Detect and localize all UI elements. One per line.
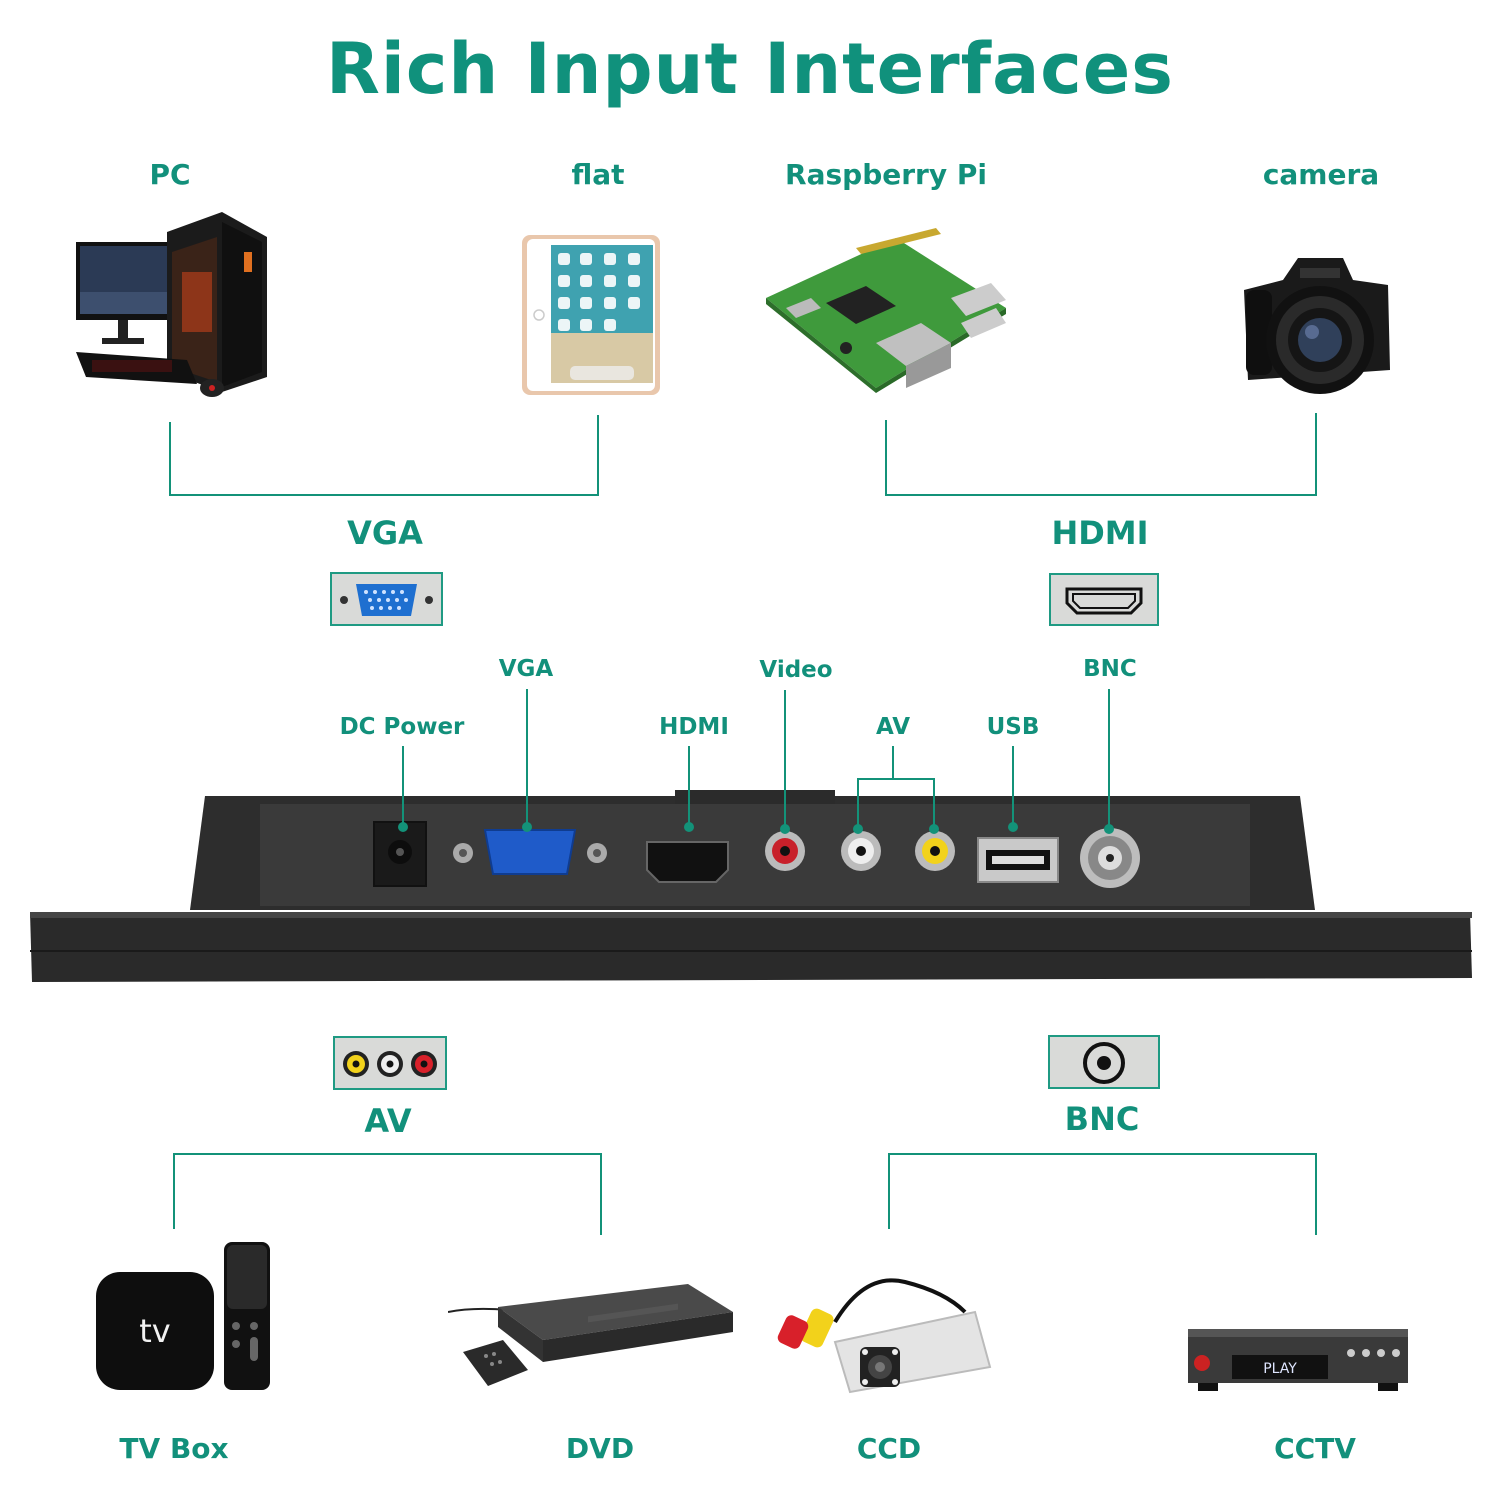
device-label-camera: camera: [1262, 158, 1380, 191]
connector-bracket-av: [173, 1153, 602, 1155]
tv-box-icon: tv: [94, 1240, 274, 1395]
monitor-rear-panel: [30, 790, 1474, 990]
leader-line-av-white: [857, 778, 859, 828]
device-label-dvd: DVD: [565, 1432, 635, 1465]
cctv-display-text: PLAY: [1263, 1361, 1297, 1377]
leader-line-av-bracket: [857, 778, 935, 780]
vga-port-icon: [340, 584, 433, 616]
bnc-port-icon: [1083, 1042, 1125, 1084]
dslr-camera-icon: [1238, 250, 1394, 398]
device-label-raspberry-pi: Raspberry Pi: [785, 158, 987, 191]
tablet-icon: [520, 233, 662, 397]
port-label-hdmi: HDMI: [659, 714, 729, 740]
connector-bracket-vga: [169, 494, 599, 496]
raspberry-pi-board-icon: [756, 228, 1011, 393]
connector-bracket-bnc: [888, 1153, 1317, 1155]
port-label-usb: USB: [986, 714, 1040, 740]
leader-dot-av-yellow: [929, 824, 939, 834]
leader-dot-vga: [522, 822, 532, 832]
device-label-flat: flat: [571, 158, 625, 191]
connector-line-raspberry-pi: [885, 420, 887, 496]
device-label-pc: PC: [149, 158, 191, 191]
connector-bracket-hdmi: [885, 494, 1317, 496]
leader-line-vga: [526, 689, 528, 826]
port-label-dc-power: DC Power: [339, 714, 465, 740]
device-label-tv-box: TV Box: [119, 1432, 229, 1465]
connector-line-flat: [597, 415, 599, 496]
port-label-vga: VGA: [498, 656, 554, 682]
group-label-av: AV: [364, 1102, 412, 1140]
dvd-player-icon: [448, 1282, 738, 1392]
cctv-recorder-icon: PLAY: [1186, 1325, 1410, 1393]
group-label-bnc: BNC: [1064, 1100, 1140, 1138]
tv-box-logo-text: tv: [139, 1312, 170, 1350]
leader-dot-usb: [1008, 822, 1018, 832]
leader-line-hdmi: [688, 746, 690, 826]
leader-line-av-yellow: [933, 778, 935, 828]
page-title: Rich Input Interfaces: [326, 28, 1174, 110]
group-label-vga: VGA: [347, 514, 423, 552]
bnc-port-badge: [1048, 1035, 1160, 1089]
leader-dot-av-white: [853, 824, 863, 834]
connector-line-cctv: [1315, 1153, 1317, 1235]
port-label-bnc: BNC: [1083, 656, 1137, 682]
av-port-badge: [333, 1036, 447, 1090]
hdmi-port-badge: [1049, 573, 1159, 626]
leader-line-video: [784, 690, 786, 828]
connector-line-dvd: [600, 1153, 602, 1235]
leader-line-dc-power: [402, 746, 404, 826]
leader-dot-bnc: [1104, 824, 1114, 834]
ccd-camera-icon: [775, 1272, 995, 1397]
leader-line-av-stem: [892, 746, 894, 779]
leader-dot-video: [780, 824, 790, 834]
leader-line-usb: [1012, 746, 1014, 826]
leader-dot-dc-power: [398, 822, 408, 832]
connector-line-ccd: [888, 1153, 890, 1229]
device-label-cctv: CCTV: [1274, 1432, 1356, 1465]
connector-line-camera: [1315, 413, 1317, 496]
hdmi-port-icon: [1065, 587, 1143, 615]
group-label-hdmi: HDMI: [1051, 514, 1149, 552]
port-label-video: Video: [759, 657, 833, 683]
port-label-av: AV: [875, 714, 911, 740]
leader-line-bnc: [1108, 689, 1110, 828]
connector-line-pc: [169, 422, 171, 496]
av-port-icon: [343, 1051, 437, 1077]
leader-dot-hdmi: [684, 822, 694, 832]
connector-line-tv-box: [173, 1153, 175, 1229]
device-label-ccd: CCD: [856, 1432, 922, 1465]
vga-port-badge: [330, 572, 443, 626]
pc-tower-icon: [72, 212, 272, 407]
